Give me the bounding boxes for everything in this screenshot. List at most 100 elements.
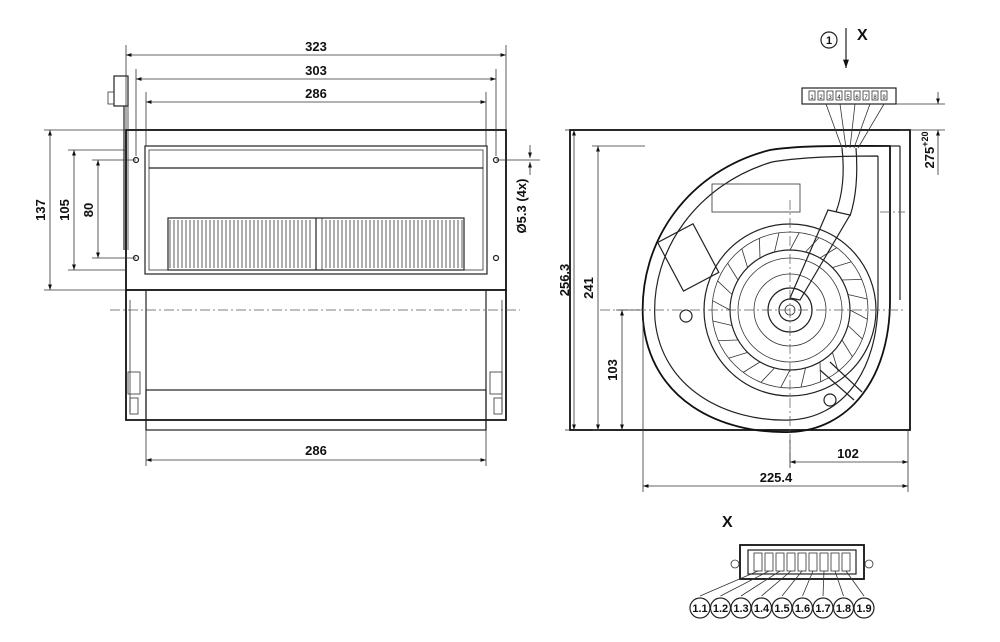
detail-pin-slot bbox=[819, 552, 829, 572]
view-marker-letter: X bbox=[857, 27, 868, 44]
detail-pin-slot bbox=[786, 552, 796, 572]
detail-title: X bbox=[722, 514, 733, 531]
cable-length-tolerance: +20 bbox=[920, 132, 930, 147]
dimension-286-top: 286 bbox=[305, 86, 327, 101]
dimension-286-bottom: 286 bbox=[305, 443, 327, 458]
plug-pin-number: 6 bbox=[855, 95, 859, 101]
dimension-225-4: 225.4 bbox=[760, 470, 793, 485]
side-flange bbox=[569, 129, 911, 431]
plug-pin-number: 5 bbox=[846, 95, 850, 101]
plug-pin bbox=[844, 90, 852, 101]
impeller-spoke bbox=[774, 232, 780, 253]
view-marker-number: 1 bbox=[826, 35, 832, 47]
blower-housing bbox=[125, 290, 507, 421]
mounting-flange bbox=[125, 129, 507, 291]
plug-pin-number: 2 bbox=[819, 95, 823, 101]
hole-callout: Ø5.3 (4x) bbox=[514, 179, 529, 234]
impeller-spoke bbox=[819, 361, 821, 382]
plug-pin bbox=[835, 90, 843, 101]
pin-leader bbox=[834, 570, 844, 597]
flange-inner-frame bbox=[144, 145, 488, 275]
impeller-spoke bbox=[712, 300, 731, 311]
dimension-cable-length: 275+20 bbox=[920, 132, 937, 169]
detail-pin-slot bbox=[797, 552, 807, 572]
impeller-spoke bbox=[832, 261, 852, 268]
impeller-spoke bbox=[742, 361, 761, 373]
dimension-303: 303 bbox=[305, 63, 327, 78]
dimension-323: 323 bbox=[305, 39, 327, 54]
cable-arm bbox=[789, 209, 851, 301]
detail-pin-slot bbox=[753, 552, 763, 572]
detail-pin-slot bbox=[775, 552, 785, 572]
plug-pin bbox=[862, 90, 870, 101]
impeller-blades bbox=[169, 220, 463, 268]
pin-leader bbox=[822, 570, 825, 597]
detail-pin-slot bbox=[830, 552, 840, 572]
impeller-spoke bbox=[728, 352, 748, 359]
connector-plug bbox=[801, 87, 897, 105]
pin-leader bbox=[802, 570, 814, 597]
impeller-spoke bbox=[718, 339, 739, 341]
pin-label: 1.6 bbox=[795, 603, 810, 615]
dimension-256-3: 256.3 bbox=[557, 264, 572, 297]
plug-pin bbox=[853, 90, 861, 101]
plug-pin bbox=[880, 90, 888, 101]
pin-leader bbox=[845, 570, 865, 597]
plug-pin bbox=[808, 90, 816, 101]
plug-pin-number: 7 bbox=[864, 95, 868, 101]
detail-pins: 1.1 1.2 1.3 1.4 1.5 1.6 1.7 1.8 1.9 bbox=[689, 552, 875, 619]
plug-pin bbox=[817, 90, 825, 101]
impeller-spoke bbox=[759, 238, 761, 259]
label-plate bbox=[656, 222, 720, 292]
plug-pin-number: 8 bbox=[873, 95, 877, 101]
pin-label: 1.2 bbox=[713, 603, 728, 615]
detail-pin-slot bbox=[764, 552, 774, 572]
impeller-spoke bbox=[841, 279, 862, 281]
plug-pin bbox=[826, 90, 834, 101]
impeller-spoke bbox=[800, 367, 806, 388]
plug-pin-number: 3 bbox=[828, 95, 832, 101]
impeller-spoke bbox=[760, 367, 775, 383]
impeller-spoke bbox=[717, 280, 733, 295]
impeller-spoke bbox=[847, 325, 863, 340]
plug-pin bbox=[871, 90, 879, 101]
pin-leader bbox=[699, 570, 759, 597]
detail-pin-slot bbox=[841, 552, 851, 572]
pin-label: 1.5 bbox=[774, 603, 789, 615]
dimension-137: 137 bbox=[33, 199, 48, 221]
scroll-housing bbox=[641, 145, 891, 433]
pin-label: 1.3 bbox=[733, 603, 748, 615]
pin-label: 1.4 bbox=[754, 603, 770, 615]
pin-label: 1.9 bbox=[856, 603, 871, 615]
impeller-spoke bbox=[841, 339, 853, 358]
impeller-spoke bbox=[847, 294, 868, 300]
pin-leader bbox=[761, 570, 792, 597]
pin-label: 1.8 bbox=[836, 603, 851, 615]
impeller-spokes bbox=[712, 232, 868, 388]
mounting-hole bbox=[492, 254, 500, 262]
plug-pin-number: 4 bbox=[837, 95, 841, 101]
impeller-spoke bbox=[712, 320, 733, 326]
pin-label: 1.1 bbox=[692, 603, 707, 615]
dimension-103: 103 bbox=[605, 359, 620, 381]
view-marker-circle bbox=[820, 31, 838, 49]
dimension-80: 80 bbox=[81, 203, 96, 217]
detail-x: X 1.1 1.2 1.3 1.4 1.5 1.6 1.7 1.8 1.9 bbox=[689, 514, 875, 619]
plug-pin-number: 9 bbox=[882, 95, 886, 101]
impeller-spoke bbox=[849, 309, 868, 320]
cable-plug bbox=[113, 75, 129, 107]
dimension-105: 105 bbox=[57, 199, 72, 221]
impeller-spoke bbox=[727, 262, 739, 281]
impeller-spoke bbox=[805, 237, 820, 253]
impeller-spoke bbox=[780, 369, 791, 388]
pin-callout-circle bbox=[853, 597, 875, 619]
pin-label: 1.7 bbox=[815, 603, 830, 615]
impeller-spoke bbox=[741, 248, 748, 268]
pin-leader bbox=[740, 570, 781, 597]
dimension-102: 102 bbox=[837, 446, 859, 461]
front-view: 323 303 286 286 137 105 80 Ø5.3 (4x) bbox=[33, 39, 540, 466]
detail-connector-body bbox=[739, 544, 865, 580]
